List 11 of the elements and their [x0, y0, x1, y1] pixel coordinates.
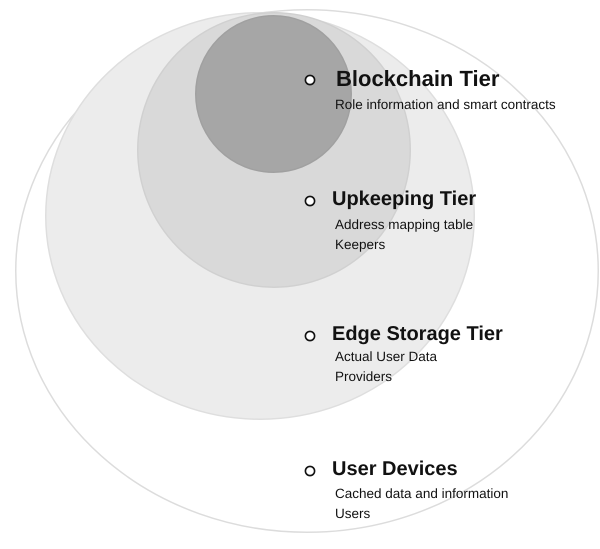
tier-description: Role information and smart contracts — [335, 97, 556, 112]
tier-description: Keepers — [335, 237, 386, 252]
tier-description: Actual User Data — [335, 349, 438, 364]
tier-description: Address mapping table — [335, 217, 474, 232]
tier-heading: User Devices — [332, 458, 458, 481]
tier-description: Providers — [335, 369, 392, 384]
tier-description: Users — [335, 506, 370, 521]
tier-heading: Edge Storage Tier — [332, 323, 503, 346]
tier-description: Cached data and information — [335, 486, 508, 501]
tier-heading: Blockchain Tier — [336, 66, 500, 92]
tier-heading: Upkeeping Tier — [332, 188, 476, 211]
